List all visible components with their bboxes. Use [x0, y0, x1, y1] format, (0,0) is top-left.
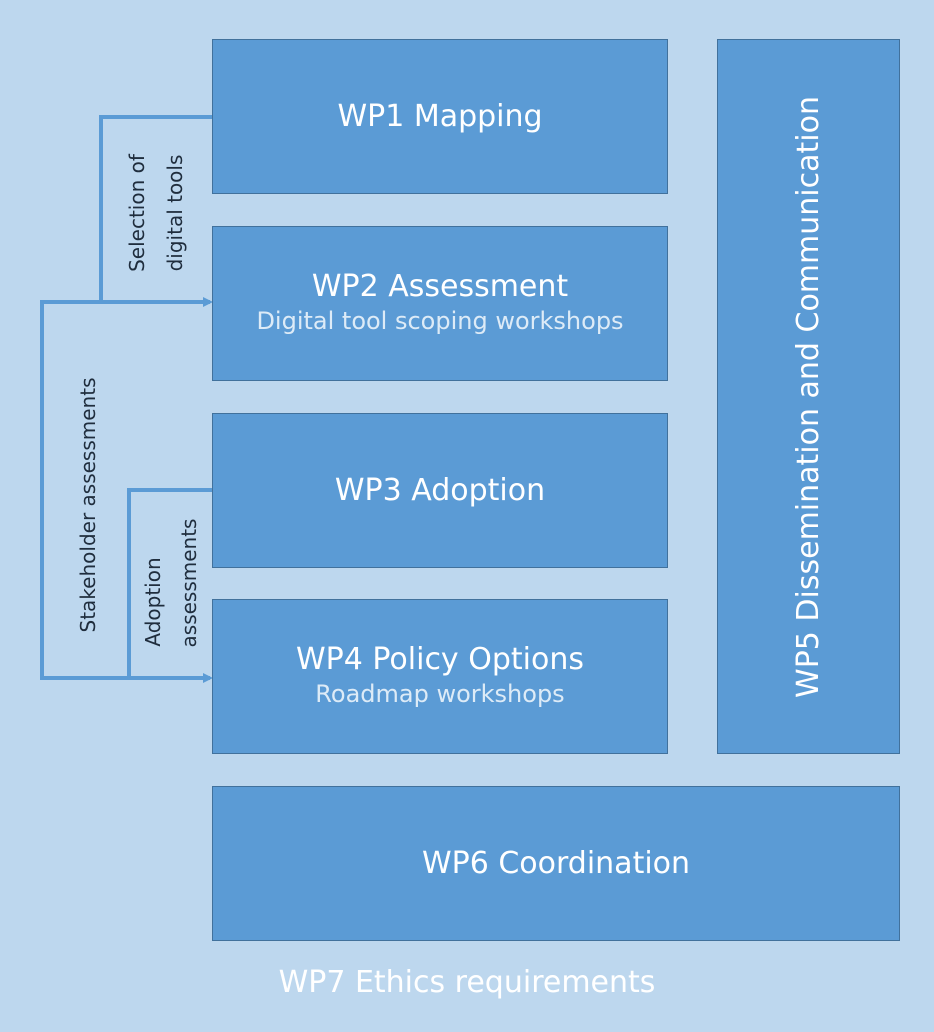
label-adoption-line2: assessments	[177, 519, 201, 648]
label-selection-line1: Selection of	[125, 153, 149, 272]
wp4-subtitle: Roadmap workshops	[315, 679, 565, 708]
wp6-title: WP6 Coordination	[421, 845, 691, 881]
wp1-box: WP1 Mapping	[212, 39, 668, 194]
wp2-title: WP2 Assessment	[311, 268, 569, 304]
wp4-box: WP4 Policy Options Roadmap workshops	[212, 599, 668, 754]
wp3-title: WP3 Adoption	[334, 472, 546, 508]
label-stakeholder: Stakeholder assessments	[76, 378, 100, 633]
wp3-box: WP3 Adoption	[212, 413, 668, 568]
wp2-subtitle: Digital tool scoping workshops	[256, 306, 624, 335]
connector-selection	[99, 115, 212, 304]
arrowhead-wp4	[203, 673, 213, 683]
connector-adoption	[127, 488, 212, 678]
wp4-title: WP4 Policy Options	[296, 641, 584, 677]
arrowhead-wp2	[203, 297, 213, 307]
wp6-box: WP6 Coordination	[212, 786, 900, 941]
wp7-footer-label: WP7 Ethics requirements	[278, 965, 656, 1000]
wp5-box: WP5 Dissemination and Communication	[717, 39, 900, 754]
wp1-title: WP1 Mapping	[337, 98, 543, 134]
wp5-title: WP5 Dissemination and Communication	[790, 95, 826, 698]
connector-stakeholder	[40, 300, 210, 680]
wp2-box: WP2 Assessment Digital tool scoping work…	[212, 226, 668, 381]
label-selection-line2: digital tools	[163, 155, 187, 272]
label-adoption-line1: Adoption	[141, 557, 165, 646]
